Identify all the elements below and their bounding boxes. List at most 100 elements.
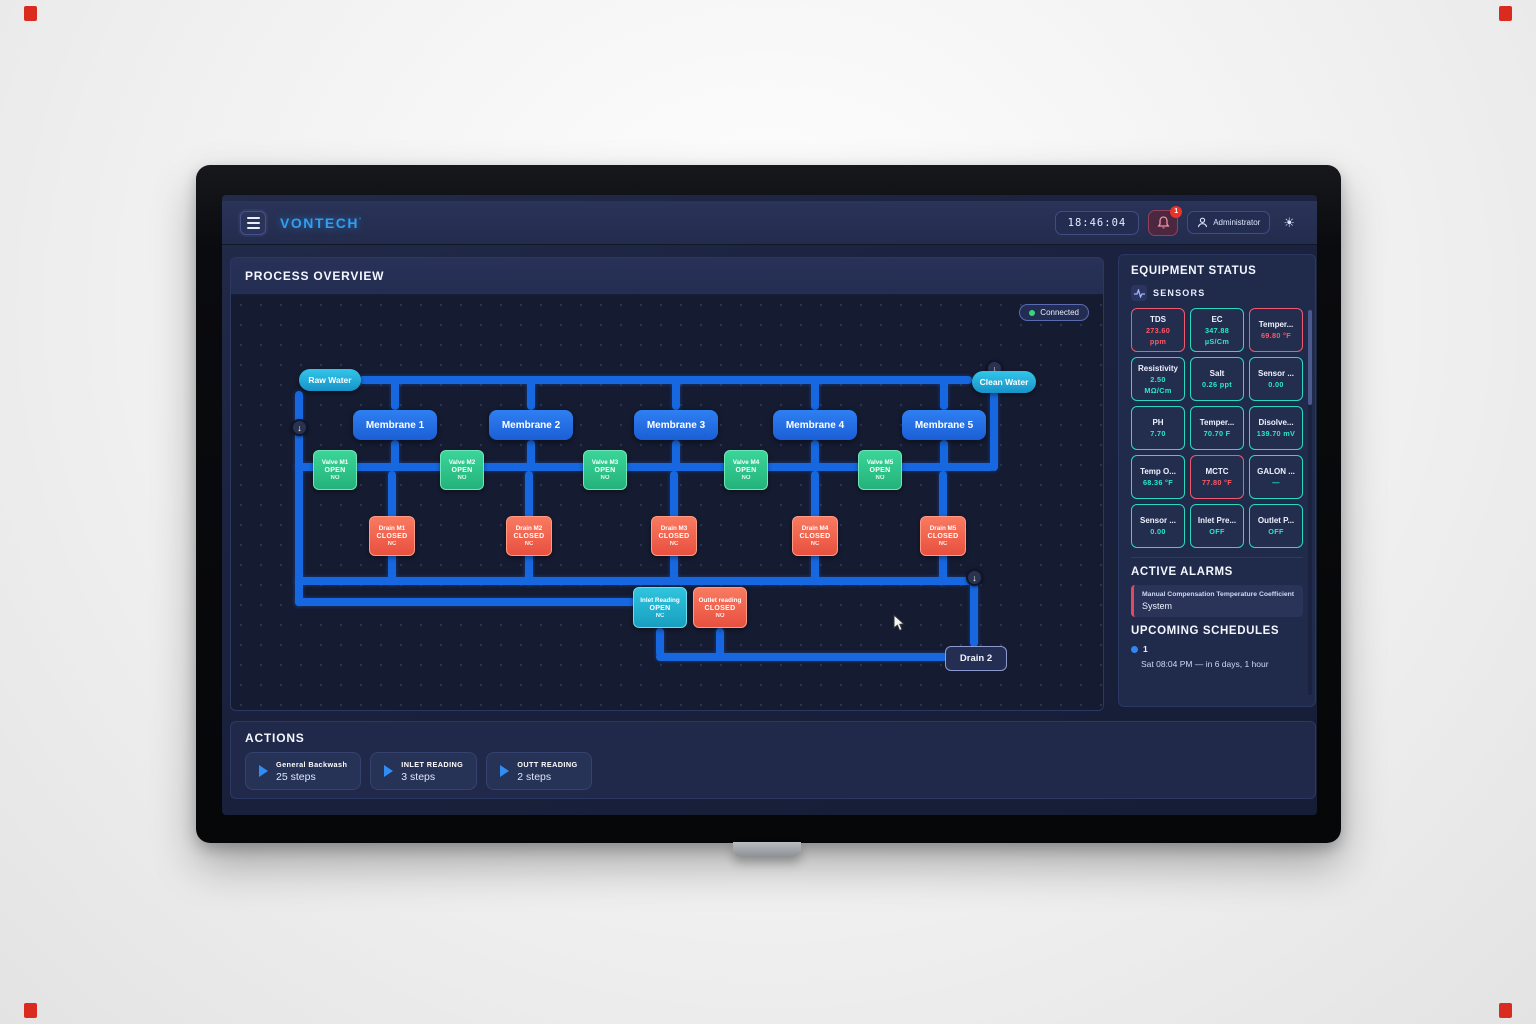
sensors-label: SENSORS — [1153, 288, 1206, 298]
valve-node[interactable]: Valve M1 OPEN NO — [313, 450, 357, 490]
sensor-tile[interactable]: GALON ... — — [1249, 455, 1303, 499]
sensor-value: 0.26 ppt — [1202, 380, 1232, 389]
pipe-segment — [672, 440, 680, 471]
membrane-node[interactable]: Membrane 5 — [902, 410, 986, 440]
page-title: PROCESS OVERVIEW — [245, 269, 385, 283]
action-steps: 3 steps — [401, 770, 436, 783]
schedule-dot-icon — [1131, 645, 1138, 653]
sensor-tile[interactable]: Temp O... 68.36 °F — [1131, 455, 1185, 499]
clean-water-node[interactable]: Clean Water — [972, 371, 1036, 393]
bell-icon — [1157, 215, 1170, 229]
logo-mark: ’ — [358, 216, 363, 224]
sensor-unit: µS/Cm — [1204, 336, 1230, 346]
sensor-unit: ppm — [1149, 336, 1167, 346]
outlet-reading-node[interactable]: Outlet reading CLOSED NO — [693, 587, 747, 628]
sensor-value: — — [1272, 478, 1280, 487]
sensor-tile[interactable]: Outlet P... OFF — [1249, 504, 1303, 548]
play-icon — [500, 765, 510, 777]
pipe-segment — [940, 380, 948, 410]
membrane-node[interactable]: Membrane 4 — [773, 410, 857, 440]
junction-dot: ↓ — [966, 569, 983, 586]
sensor-tile[interactable]: MCTC 77.80 °F — [1190, 455, 1244, 499]
app-logo: VONTECH’ — [280, 214, 363, 231]
sensor-value: OFF — [1209, 527, 1225, 536]
valve-node[interactable]: Valve M5 OPEN NO — [858, 450, 902, 490]
sensor-tile[interactable]: Temper... 70.70 F — [1190, 406, 1244, 450]
sensor-tile[interactable]: Sensor ... 0.00 — [1131, 504, 1185, 548]
pipe-segment — [940, 440, 948, 471]
schedule-index: 1 — [1143, 644, 1148, 654]
upcoming-schedules-title: UPCOMING SCHEDULES — [1131, 625, 1280, 637]
sensor-tile[interactable]: TDS 273.60 ppm — [1131, 308, 1185, 352]
menu-button[interactable] — [240, 210, 266, 235]
sensor-value: 69.80 °F — [1260, 331, 1292, 340]
sensor-tile[interactable]: Sensor ... 0.00 — [1249, 357, 1303, 401]
valve-node[interactable]: Valve M3 OPEN NO — [583, 450, 627, 490]
scrollbar-thumb[interactable] — [1308, 310, 1312, 405]
sensor-unit: MΩ/Cm — [1144, 385, 1172, 395]
app-screen: VONTECH’ 18:46:04 1 Administrator — [222, 195, 1317, 815]
valve-node[interactable]: Valve M4 OPEN NO — [724, 450, 768, 490]
drain-node[interactable]: Drain M4 CLOSED NC — [792, 516, 838, 556]
process-diagram[interactable]: ↓ ↓ ↓ Raw Water Clean Water Membrane 1 M… — [231, 295, 1103, 710]
process-overview-panel: PROCESS OVERVIEW — [230, 257, 1104, 711]
sensor-tile[interactable]: Resistivity 2.50 MΩ/Cm — [1131, 357, 1185, 401]
pipe-segment — [811, 380, 819, 410]
action-button[interactable]: INLET READING 3 steps — [370, 752, 478, 790]
membrane-node[interactable]: Membrane 1 — [353, 410, 437, 440]
alarm-list: Manual Compensation Temperature Coeffici… — [1131, 585, 1303, 617]
valve-node[interactable]: Valve M2 OPEN NO — [440, 450, 484, 490]
inlet-reading-node[interactable]: Inlet Reading OPEN NC — [633, 587, 687, 628]
membrane-node[interactable]: Membrane 3 — [634, 410, 718, 440]
junction-dot: ↓ — [291, 419, 308, 436]
membrane-node[interactable]: Membrane 2 — [489, 410, 573, 440]
schedule-item[interactable]: 1 Sat 08:04 PM — in 6 days, 1 hour — [1131, 644, 1303, 669]
drain-node[interactable]: Drain M5 CLOSED NC — [920, 516, 966, 556]
sensor-value: 347.88 — [1204, 325, 1230, 335]
sensor-tile[interactable]: Inlet Pre... OFF — [1190, 504, 1244, 548]
activity-icon — [1131, 285, 1147, 301]
drain-node[interactable]: Drain M1 CLOSED NC — [369, 516, 415, 556]
alarm-source: System — [1142, 601, 1173, 611]
sensor-tile[interactable]: EC 347.88 µS/Cm — [1190, 308, 1244, 352]
sensor-label: Resistivity — [1137, 363, 1179, 373]
sensor-tile[interactable]: Disolve... 139.70 mV — [1249, 406, 1303, 450]
sensor-tile[interactable]: Temper... 69.80 °F — [1249, 308, 1303, 352]
active-alarms-title: ACTIVE ALARMS — [1131, 566, 1233, 578]
action-steps: 25 steps — [276, 770, 316, 783]
actions-title: ACTIONS — [245, 731, 305, 745]
brightness-icon[interactable]: ☀ — [1283, 214, 1295, 230]
sensor-value: 68.36 °F — [1142, 478, 1174, 487]
sensor-label: Temp O... — [1140, 467, 1176, 476]
red-marker — [1499, 6, 1512, 21]
drain2-node[interactable]: Drain 2 — [945, 646, 1007, 671]
sensor-tile[interactable]: Salt 0.26 ppt — [1190, 357, 1244, 401]
notifications-button[interactable]: 1 — [1148, 205, 1183, 236]
divider — [1131, 557, 1303, 558]
user-menu[interactable]: Administrator — [1187, 211, 1271, 234]
process-panel-header: PROCESS OVERVIEW — [231, 258, 1103, 295]
action-steps: 2 steps — [517, 770, 552, 783]
action-name: General Backwash — [276, 759, 348, 769]
play-icon — [384, 765, 394, 777]
pipe-segment — [295, 463, 994, 471]
sensor-value: 70.70 F — [1203, 429, 1231, 438]
action-name: INLET READING — [401, 759, 464, 769]
connection-status: Connected — [1019, 304, 1089, 321]
sensor-label: MCTC — [1205, 467, 1229, 476]
alarm-card[interactable]: Manual Compensation Temperature Coeffici… — [1131, 585, 1303, 617]
action-button[interactable]: General Backwash 25 steps — [245, 752, 362, 790]
sensor-tile[interactable]: PH 7.70 — [1131, 406, 1185, 450]
drain-node[interactable]: Drain M2 CLOSED NC — [506, 516, 552, 556]
pipe-segment — [970, 581, 978, 647]
sensor-value: 2.50 — [1150, 374, 1166, 384]
equipment-status-panel: EQUIPMENT STATUS SENSORS TDS 273.60 ppm — [1118, 254, 1316, 707]
action-button[interactable]: OUTT READING 2 steps — [486, 752, 592, 790]
raw-water-node[interactable]: Raw Water — [299, 369, 361, 391]
sensor-label: Inlet Pre... — [1197, 516, 1237, 525]
sensor-value: 7.70 — [1150, 429, 1166, 438]
drain-node[interactable]: Drain M3 CLOSED NC — [651, 516, 697, 556]
pipe-segment — [295, 391, 303, 606]
sidebar-scrollbar[interactable] — [1308, 310, 1312, 695]
person-icon — [1198, 217, 1208, 228]
